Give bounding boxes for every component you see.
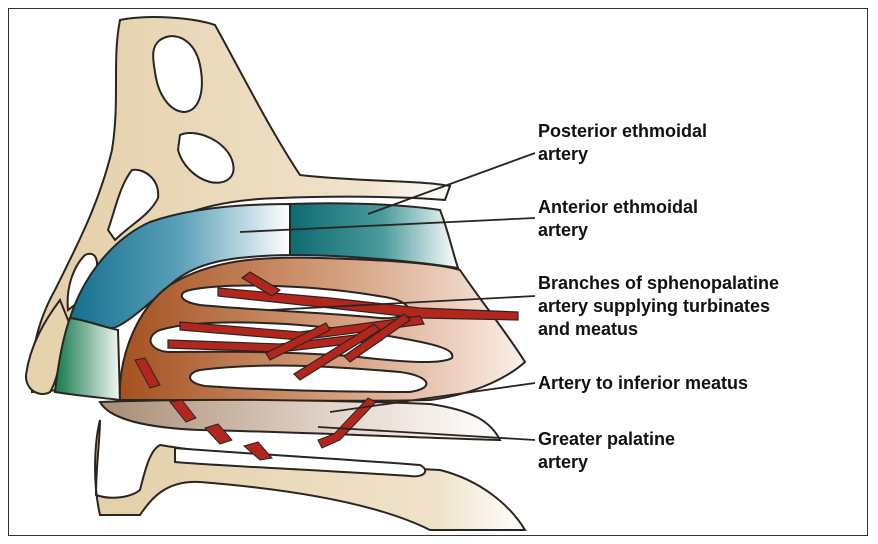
label-anterior-ethmoidal-artery: Anterior ethmoidal artery <box>538 196 698 242</box>
label-sphenopalatine-branches: Branches of sphenopalatine artery supply… <box>538 272 779 341</box>
label-posterior-ethmoidal-artery: Posterior ethmoidal artery <box>538 120 707 166</box>
label-artery-to-inferior-meatus: Artery to inferior meatus <box>538 372 748 395</box>
label-greater-palatine-artery: Greater palatine artery <box>538 428 675 474</box>
